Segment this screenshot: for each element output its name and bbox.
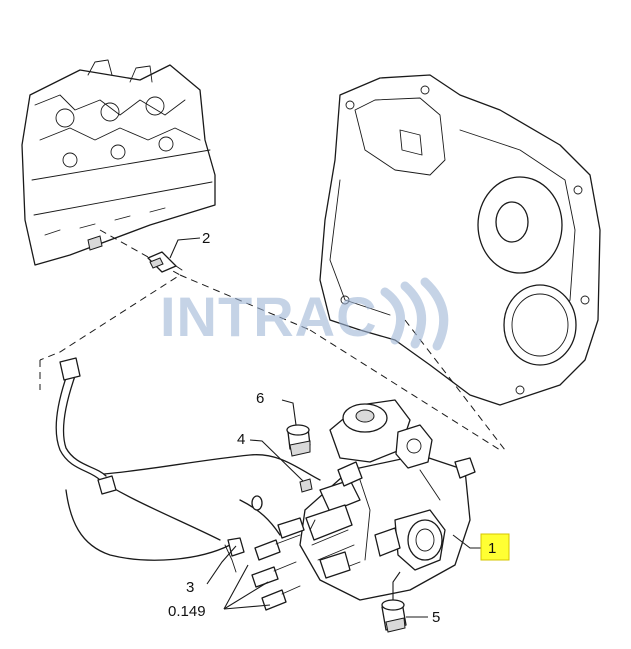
injection-pump-assembly [251,399,476,611]
callout-labels: 1 2 3 4 5 6 0.149 [168,230,510,626]
leader-lines [206,534,484,610]
part-2-sensor [147,237,201,273]
cylinder-head [21,59,216,266]
callout-4: 4 [237,431,245,448]
intrac-watermark: INTRAC [160,277,449,351]
timing-gear-housing [319,74,601,406]
callout-0149: 0.149 [168,603,206,620]
part-4-nut [249,439,313,493]
callout-3: 3 [186,579,194,596]
callout-6: 6 [256,390,264,407]
watermark-swoosh-icon [380,287,406,345]
assembly-guide-lines [39,229,506,451]
wiring-harness [55,357,321,573]
callout-5: 5 [432,609,440,626]
watermark-text: INTRAC [160,285,378,348]
part-5-solenoid [381,571,428,633]
callout-1: 1 [488,540,496,557]
callout-2: 2 [202,230,210,247]
callout-1-highlight [480,533,510,561]
part-6-plug [281,399,311,457]
